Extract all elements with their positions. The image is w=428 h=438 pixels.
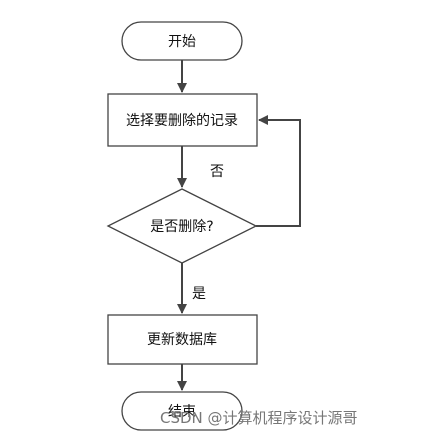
watermark-text: CSDN @计算机程序设计源哥 — [160, 409, 358, 427]
start-node-label: 开始 — [168, 34, 196, 50]
decision-node-label: 是否删除? — [150, 219, 213, 235]
edge-label-no: 否 — [210, 164, 224, 180]
select-record-node-label: 选择要删除的记录 — [126, 113, 238, 129]
edge-label-yes: 是 — [192, 286, 206, 302]
update-database-node-label: 更新数据库 — [147, 332, 217, 348]
end-node — [121, 391, 243, 431]
edge-decision-loop-back — [256, 115, 301, 227]
end-node-label: 结束 — [168, 404, 196, 420]
select-record-node — [107, 93, 258, 147]
update-database-node — [107, 314, 258, 365]
